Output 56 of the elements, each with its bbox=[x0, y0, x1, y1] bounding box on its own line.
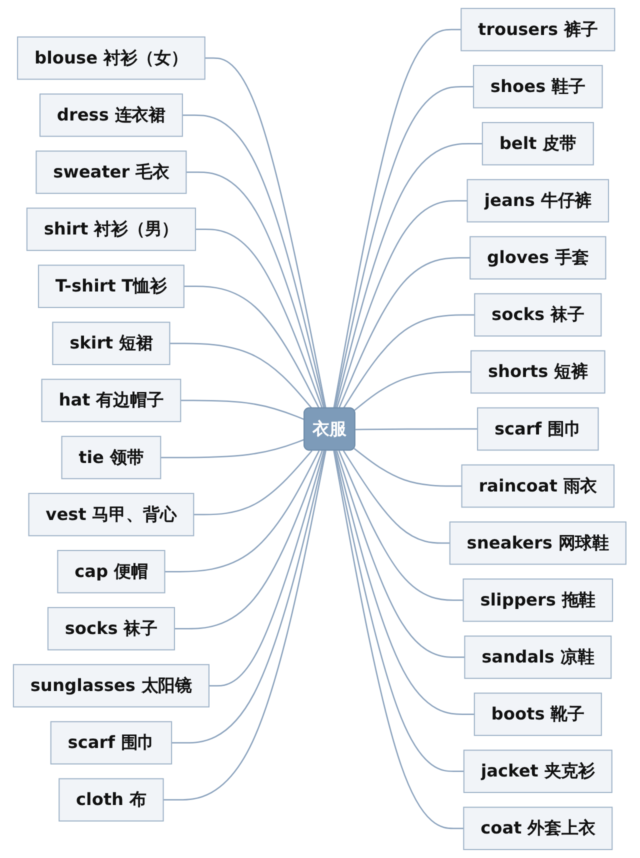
node-box: raincoat 雨衣 bbox=[462, 464, 615, 508]
connector bbox=[209, 450, 325, 686]
node-box: hat 有边帽子 bbox=[42, 378, 182, 422]
connector bbox=[335, 450, 475, 715]
connector bbox=[186, 172, 325, 409]
connector bbox=[180, 400, 306, 420]
connector bbox=[333, 450, 464, 830]
connector bbox=[196, 228, 324, 409]
connector bbox=[334, 450, 464, 772]
node-box: socks 袜子 bbox=[48, 607, 176, 650]
connector bbox=[354, 371, 472, 412]
connector bbox=[174, 450, 324, 630]
node-box: dress 连衣裙 bbox=[40, 94, 184, 137]
node-box: belt 皮带 bbox=[482, 122, 594, 166]
node-box: tie 领带 bbox=[62, 436, 162, 480]
node-box: vest 马甲、背心 bbox=[28, 492, 194, 536]
connector bbox=[165, 450, 320, 572]
node-box: scarf 围巾 bbox=[50, 721, 172, 764]
node-box: scarf 围巾 bbox=[477, 407, 600, 451]
connector bbox=[335, 143, 483, 409]
node-box: shirt 衬衫（男） bbox=[26, 208, 196, 251]
node-box: shorts 短裤 bbox=[470, 350, 606, 394]
connector bbox=[334, 86, 474, 409]
node-box: slippers 拖鞋 bbox=[463, 578, 614, 622]
connector bbox=[336, 200, 468, 409]
connector bbox=[170, 342, 313, 409]
connector bbox=[172, 450, 326, 744]
node-box: skirt 短裙 bbox=[52, 322, 171, 366]
connector bbox=[354, 448, 462, 487]
node-box: shoes 鞋子 bbox=[473, 64, 604, 108]
connector bbox=[160, 438, 306, 458]
connector bbox=[182, 114, 326, 409]
node-box: cap 便帽 bbox=[57, 550, 166, 594]
connector bbox=[184, 286, 320, 409]
connector bbox=[343, 450, 450, 544]
node-box: boots 靴子 bbox=[474, 692, 602, 736]
connector bbox=[164, 450, 327, 801]
connector bbox=[194, 450, 313, 516]
node-box: coat 外套上衣 bbox=[463, 806, 613, 850]
connector bbox=[336, 450, 466, 658]
node-box: sneakers 网球鞋 bbox=[450, 521, 627, 565]
connector bbox=[333, 28, 462, 409]
node-box: cloth 布 bbox=[58, 778, 164, 822]
node-box: T-shirt T恤衫 bbox=[38, 264, 185, 308]
node-box: sandals 凉鞋 bbox=[464, 636, 612, 679]
connector bbox=[343, 314, 475, 409]
connector bbox=[338, 450, 464, 601]
node-box: sweater 毛衣 bbox=[36, 150, 188, 194]
node-box: sunglasses 太阳镜 bbox=[13, 664, 210, 708]
node-box: gloves 手套 bbox=[470, 236, 607, 280]
node-box: blouse 衬衫（女） bbox=[17, 36, 206, 80]
connector bbox=[205, 57, 327, 409]
connector bbox=[338, 257, 470, 409]
node-box: socks 袜子 bbox=[474, 293, 602, 337]
connector bbox=[356, 428, 478, 430]
node-box: trousers 裤子 bbox=[460, 8, 616, 52]
